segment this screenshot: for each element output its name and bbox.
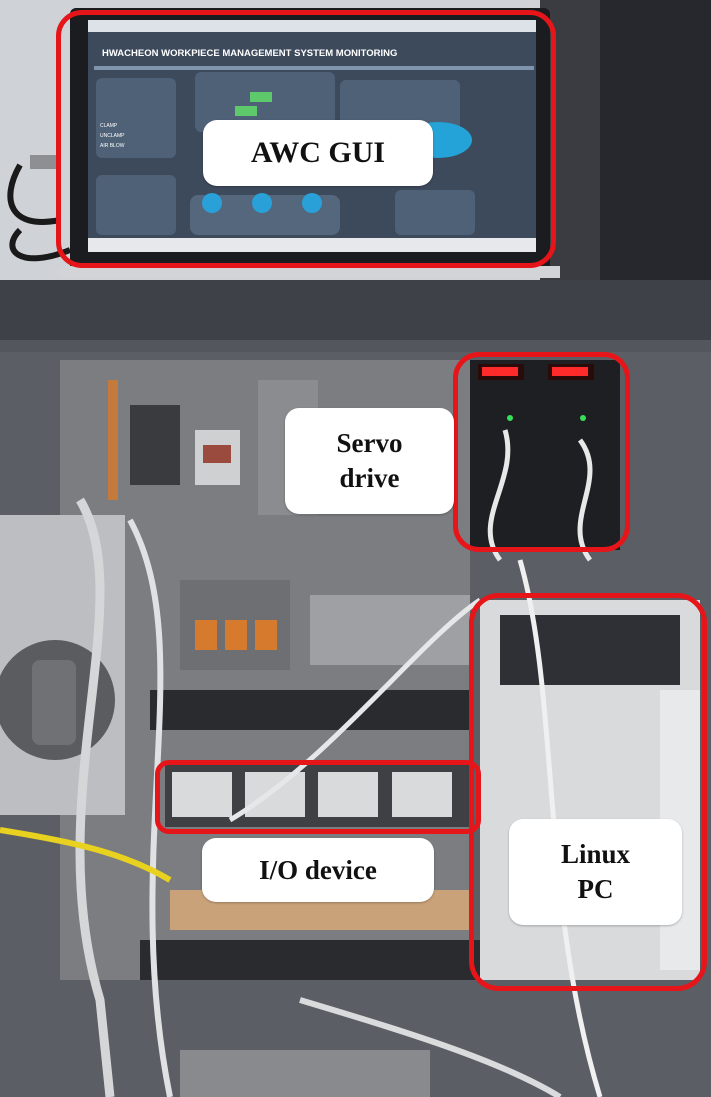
gui-air-blow-label: AIR BLOW xyxy=(100,143,125,149)
label-awc-gui-text: AWC GUI xyxy=(250,135,386,169)
gui-taskbar xyxy=(88,238,536,252)
callout-servo-drive xyxy=(453,352,630,552)
label-servo-line1: Servo xyxy=(336,428,403,459)
label-linux-line1: Linux xyxy=(560,839,631,870)
callout-io-device xyxy=(155,760,481,834)
gui-panel-left xyxy=(96,78,176,158)
gui-title: HWACHEON WORKPIECE MANAGEMENT SYSTEM MON… xyxy=(102,48,397,59)
label-io-device: I/O device xyxy=(202,838,434,902)
gui-unclamp-label: UNCLAMP xyxy=(100,133,125,139)
label-linux-line2: PC xyxy=(577,874,614,904)
callout-linux-pc xyxy=(469,593,707,991)
label-servo-line2: drive xyxy=(339,463,400,493)
gui-clamp-label: CLAMP xyxy=(100,123,118,129)
cable xyxy=(75,497,115,1097)
label-linux-pc: Linux PC xyxy=(509,819,682,925)
cable-duct xyxy=(150,690,470,730)
label-servo-drive: Servo drive xyxy=(285,408,454,514)
label-awc-gui: AWC GUI xyxy=(203,120,433,186)
label-io-device-text: I/O device xyxy=(259,854,377,885)
servo-drive-units xyxy=(470,360,620,550)
callout-awc-gui xyxy=(56,10,556,268)
cabinet-shelf xyxy=(0,280,711,350)
